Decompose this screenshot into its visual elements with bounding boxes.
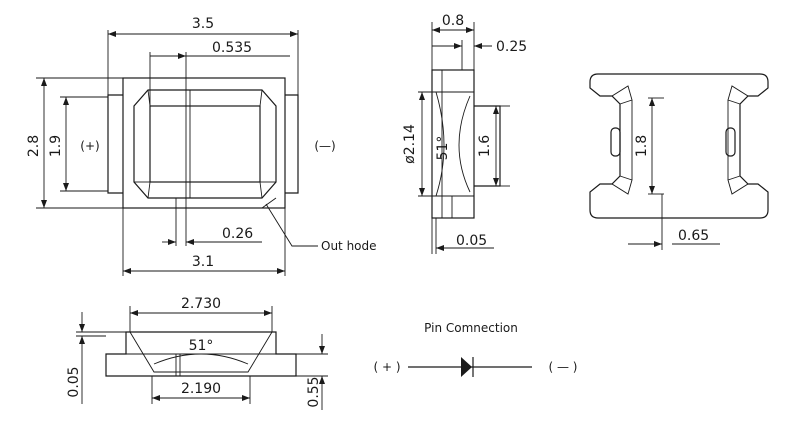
dim-1-9: 1.9 [48, 135, 64, 157]
dim-0-26: 0.26 [222, 226, 253, 242]
dim-0-25: 0.25 [496, 39, 527, 55]
top-lens-inner [149, 105, 261, 183]
bottom-outline [589, 73, 769, 219]
dim-0-65: 0.65 [678, 228, 709, 244]
pin-connection: Pin Comnection ( + ) ( — ) [373, 321, 578, 377]
dim-0-8: 0.8 [442, 13, 464, 29]
top-left-pad [107, 94, 123, 194]
dim-diameter: ø2.14 [402, 124, 418, 164]
top-right-pad [285, 94, 299, 194]
dim-3-5: 3.5 [192, 16, 214, 32]
top-view: 3.5 0.535 2.8 1.9 (+) (—) 0.26 [26, 16, 377, 276]
side-view: 0.8 0.25 ø2.14 51° 1.6 0.05 [402, 13, 527, 254]
top-body-outline [122, 77, 286, 209]
bottom-view: 1.8 0.65 [589, 73, 769, 250]
cathode-mark: (—) [314, 139, 335, 153]
diode-symbol [461, 357, 472, 377]
front-view: 2.730 51° 2.190 0.05 0.55 [66, 296, 328, 410]
dim-2-730: 2.730 [181, 296, 221, 312]
dim-side-0-05: 0.05 [456, 233, 487, 249]
anode-mark: (+) [80, 139, 99, 153]
bottom-slot-left [610, 127, 621, 157]
dim-2-190: 2.190 [181, 381, 221, 397]
dim-front-0-05: 0.05 [66, 366, 82, 397]
dim-2-8: 2.8 [26, 135, 42, 157]
dim-0-55: 0.55 [306, 376, 322, 407]
dim-3-1: 3.1 [192, 254, 214, 270]
dim-1-8: 1.8 [634, 135, 650, 157]
pin-plus: ( + ) [373, 360, 400, 374]
front-angle: 51° [189, 338, 214, 354]
out-hode-label: Out hode [321, 239, 377, 253]
pin-minus: ( — ) [549, 360, 578, 374]
bottom-slot-right [725, 127, 736, 157]
side-pad [474, 105, 501, 187]
side-body [431, 69, 475, 219]
dim-0-535: 0.535 [212, 40, 252, 56]
pin-connection-title: Pin Comnection [424, 321, 518, 335]
side-angle: 51° [435, 136, 451, 161]
dim-1-6: 1.6 [477, 135, 493, 157]
